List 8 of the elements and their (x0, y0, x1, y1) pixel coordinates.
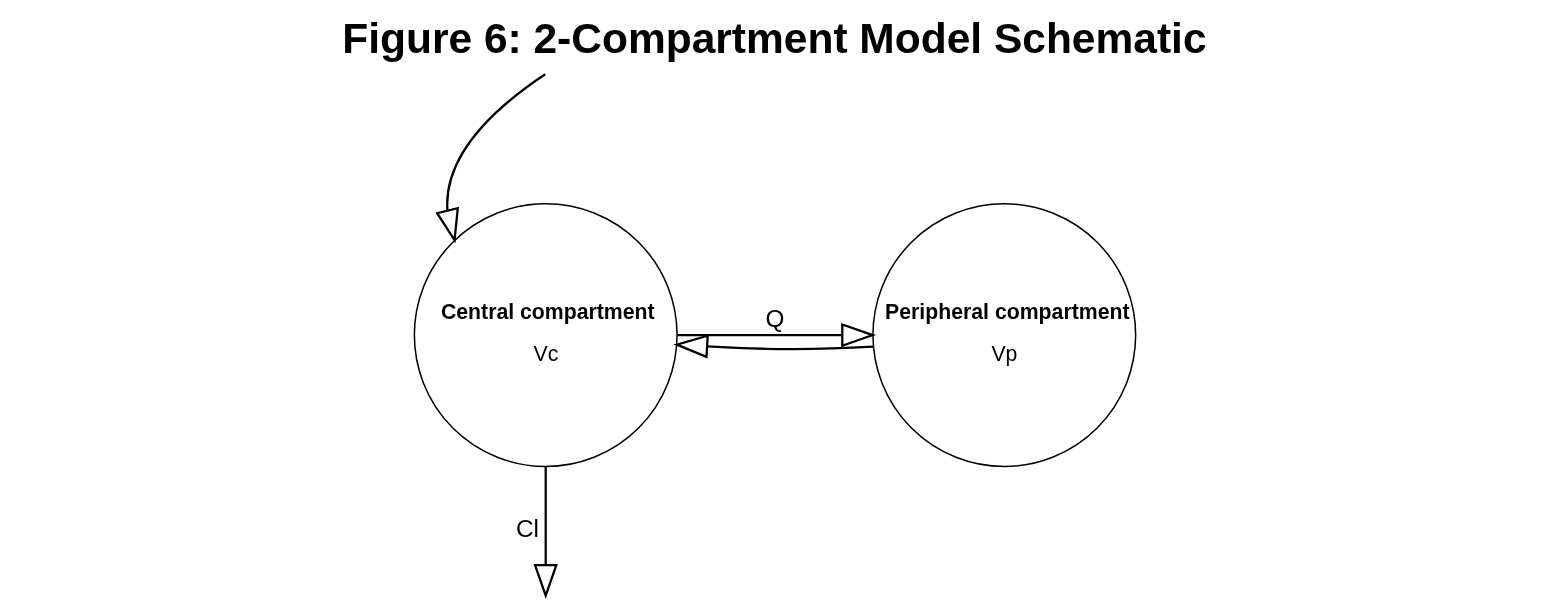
edge-label: Q (765, 305, 785, 333)
edge-label: Cl (516, 514, 539, 542)
diagram-title: Figure 6: 2-Compartment Model Schematic (342, 14, 1207, 62)
arrow (673, 334, 874, 359)
node-circle: Peripheral compartment Vp (872, 203, 1137, 468)
arrow (533, 467, 558, 599)
arrow (677, 322, 877, 348)
arrow (435, 73, 546, 244)
